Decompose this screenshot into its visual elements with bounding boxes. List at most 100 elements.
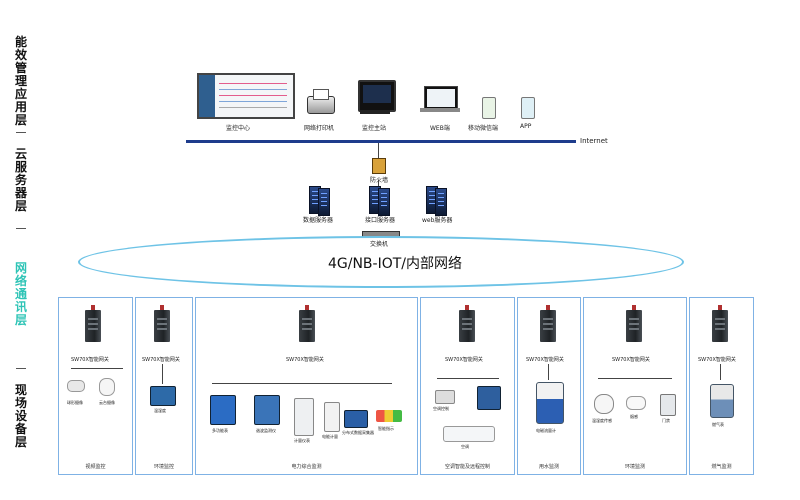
workstation-icon [358,80,396,112]
gateway-icon [626,305,642,342]
smoke-detector-icon [626,396,646,410]
device-label: 温湿度传感 [592,418,612,423]
bus-line [71,368,123,369]
connector-line [378,143,379,158]
gateway-icon [459,305,475,342]
meter-icon [254,395,280,425]
top-item-label: APP [520,123,532,130]
device-label: 门禁 [662,418,670,423]
server-label: 数据服务器 [303,217,334,224]
layer-label-network: 网络通讯层 [14,261,27,327]
meter-icon [294,398,314,436]
server-icon [378,188,390,216]
gateway-label: SW70X智能网关 [71,357,109,363]
box-title: 环境监控 [153,464,174,470]
access-control-icon [660,394,676,416]
camera-icon [67,380,85,392]
field-box-power: SW70X智能网关 多功能表 谐波监测仪 计量仪表 电能计量 分布式数据采集器 … [195,297,418,475]
flowmeter-icon [536,382,564,424]
top-item-label: 移动微信端 [468,125,499,132]
top-item-label: WEB端 [430,125,450,132]
gateway-label: SW70X智能网关 [445,357,483,363]
device-label: 电能计量 [322,434,338,439]
gateway-icon [154,305,170,342]
device-label: 温湿度 [154,408,166,413]
gateway-label: SW70X智能网关 [698,357,736,363]
top-item-label: 监控中心 [226,125,251,132]
gateway-icon [540,305,556,342]
keyboard-icon [360,110,390,114]
device-label: 空调控制 [433,406,449,411]
device-label: 电磁流量计 [536,428,556,433]
device-label: 智能指示 [378,426,394,431]
aircon-icon [443,426,495,442]
layer-label-field: 现场设备层 [14,383,27,449]
gateway-icon [299,305,315,342]
printer-icon [307,89,335,114]
controller-icon [435,390,455,404]
layer-label-energy: 能效管理应用层 [14,35,27,127]
top-item-label: 网络打印机 [304,125,335,132]
field-box-gas: SW70X智能网关 燃气表 燃气监测 [689,297,754,475]
network-label: 4G/NB-IOT/内部网络 [327,256,463,272]
firewall-label: 防火墙 [370,177,389,184]
field-box-video: SW70X智能网关 球形摄像 云台摄像 视频监控 [58,297,133,475]
network-ellipse [78,236,684,288]
monitor-center-screen [197,73,295,119]
device-label: 云台摄像 [99,400,115,405]
box-title: 空调智能及远程控制 [444,464,490,470]
gateway-label: SW70X智能网关 [526,357,564,363]
connector-line [378,180,379,188]
device-label: 计量仪表 [294,438,310,443]
server-icon [318,188,330,216]
device-label: 空调 [461,444,469,449]
box-title: 燃气监测 [711,464,732,470]
indicator-icon [376,410,402,422]
field-box-environment: SW70X智能网关 温湿度 环境监控 [135,297,193,475]
device-label: 分布式数据采集器 [342,430,374,435]
device-label: 多功能表 [212,428,228,433]
gateway-label: SW70X智能网关 [612,357,650,363]
box-title: 视频监控 [85,464,106,470]
divider [16,132,26,133]
laptop-icon [424,86,458,110]
divider [16,228,26,229]
box-title: 电力综合监测 [291,464,322,470]
gateway-label: SW70X智能网关 [286,357,324,363]
laptop-base [420,108,460,112]
device-label: 燃气表 [712,422,724,427]
connector-line [548,364,549,380]
device-label: 烟感 [630,414,638,419]
firewall-icon [372,158,386,174]
box-title: 环境监测 [624,464,645,470]
bus-line [212,383,392,384]
top-item-label: 监控主站 [362,125,387,132]
server-label: web服务器 [422,217,453,224]
phone-icon [482,97,496,119]
gas-meter-icon [710,384,734,418]
bus-line [598,378,672,379]
connector-line [720,364,721,380]
meter-icon [324,402,340,432]
server-label: 接口服务器 [365,217,396,224]
gateway-icon [712,305,728,342]
gateway-icon [85,305,101,342]
internet-label: Internet [580,137,608,145]
divider [16,368,26,369]
sensor-icon [150,386,176,406]
internet-bus [186,140,576,143]
field-box-water: SW70X智能网关 电磁流量计 用水监测 [517,297,581,475]
box-title: 用水监测 [538,464,559,470]
collector-icon [344,410,368,428]
field-box-env-monitor: SW70X智能网关 温湿度传感 烟感 门禁 环境监测 [583,297,687,475]
sensor-icon [594,394,614,414]
app-phone-icon [521,97,535,119]
server-icon [435,188,447,216]
field-box-aircon: SW70X智能网关 空调控制 空调 空调智能及远程控制 [420,297,515,475]
gateway-label: SW70X智能网关 [142,357,180,363]
camera-icon [99,378,115,396]
device-label: 球形摄像 [67,400,83,405]
connector-line [162,364,163,384]
layer-label-cloud: 云服务器层 [14,147,27,213]
controller-icon [477,386,501,410]
